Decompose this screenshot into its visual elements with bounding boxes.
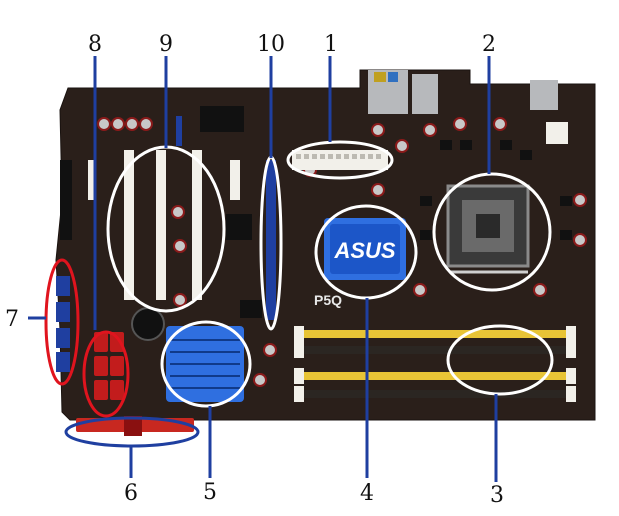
brand-logo: ASUS bbox=[333, 238, 395, 263]
label-8: 8 bbox=[88, 32, 102, 57]
cpu-socket bbox=[446, 184, 530, 274]
label-3: 3 bbox=[490, 483, 504, 508]
super-io-chip bbox=[200, 106, 244, 132]
capacitors bbox=[97, 117, 587, 387]
dimm-slot-1 bbox=[300, 330, 570, 338]
atx-24pin-connector bbox=[292, 150, 388, 170]
label-9: 9 bbox=[159, 32, 173, 57]
label-1: 1 bbox=[324, 32, 338, 57]
dimm-slot-4 bbox=[300, 390, 570, 398]
label-10: 10 bbox=[257, 32, 285, 57]
label-6: 6 bbox=[124, 481, 138, 506]
pcie-x1-slot bbox=[176, 116, 182, 146]
pcie-x16-slot bbox=[266, 160, 276, 320]
atx-pins bbox=[296, 154, 381, 159]
floppy-connector bbox=[60, 160, 72, 240]
io-port-audio-2 bbox=[388, 72, 398, 82]
label-4: 4 bbox=[360, 481, 374, 506]
io-port-usb bbox=[412, 74, 438, 114]
label-5: 5 bbox=[203, 480, 217, 505]
leader-lines bbox=[28, 56, 498, 482]
pci-slot-5 bbox=[88, 160, 96, 200]
io-port-audio bbox=[374, 72, 386, 82]
pci-slots bbox=[88, 150, 240, 300]
southbridge-heatsink bbox=[166, 326, 244, 402]
pci-slot-1 bbox=[124, 150, 134, 300]
outline-3 bbox=[446, 324, 554, 396]
pci-slot-3 bbox=[192, 150, 202, 300]
audio-chip bbox=[226, 214, 252, 240]
io-port-lan bbox=[530, 80, 558, 110]
outline-8 bbox=[82, 330, 130, 418]
dimm-slot-2 bbox=[300, 346, 570, 354]
callout-labels: 1 2 3 4 5 6 7 8 9 10 bbox=[5, 32, 504, 508]
socket-center bbox=[476, 214, 500, 238]
outline-5 bbox=[160, 320, 252, 408]
callout-outlines bbox=[44, 140, 554, 448]
atx12v-connector bbox=[546, 122, 568, 144]
ide-key bbox=[124, 416, 142, 436]
vrm-mosfets bbox=[420, 140, 572, 240]
label-2: 2 bbox=[482, 32, 496, 57]
outline-1 bbox=[286, 140, 394, 180]
outline-7 bbox=[44, 258, 80, 386]
front-headers bbox=[56, 276, 70, 372]
board-model: P5Q bbox=[314, 292, 342, 308]
pci-slot-4 bbox=[230, 160, 240, 200]
outline-2 bbox=[432, 172, 552, 292]
northbridge-heatsink: ASUS bbox=[324, 218, 406, 280]
dimm-slot-3 bbox=[300, 372, 570, 380]
pci-slot-2 bbox=[156, 150, 166, 300]
label-7: 7 bbox=[5, 307, 19, 332]
cmos-battery bbox=[131, 307, 165, 341]
bios-chip bbox=[240, 300, 262, 318]
dimm-slots bbox=[294, 326, 576, 402]
